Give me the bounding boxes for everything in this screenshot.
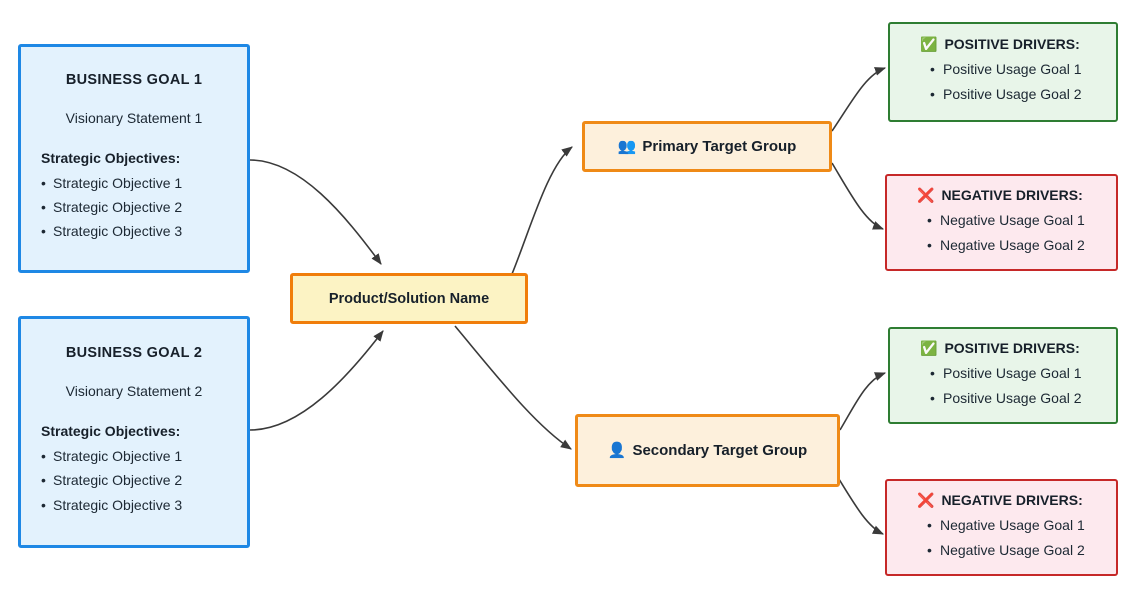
business-goal-1-title: BUSINESS GOAL 1 bbox=[65, 71, 203, 88]
business-goal-2-objectives-label: Strategic Objectives: bbox=[41, 423, 181, 440]
negative-drivers-list-top: Negative Usage Goal 1 Negative Usage Goa… bbox=[917, 208, 1100, 258]
edge-goal1-to-product bbox=[249, 159, 382, 265]
positive-drivers-box-top[interactable]: ✅ POSITIVE DRIVERS: Positive Usage Goal 1… bbox=[888, 22, 1118, 122]
check-mark-icon: ✅ bbox=[920, 340, 938, 357]
positive-drivers-heading-bottom: ✅ POSITIVE DRIVERS: bbox=[920, 340, 1100, 357]
secondary-target-group-label: 👤 Secondary Target Group bbox=[594, 440, 821, 462]
list-item: Positive Usage Goal 1 bbox=[930, 361, 1100, 386]
primary-target-group-box[interactable]: 👥 Primary Target Group bbox=[582, 121, 832, 172]
positive-drivers-heading-text: POSITIVE DRIVERS: bbox=[944, 339, 1080, 356]
list-item: Positive Usage Goal 1 bbox=[930, 57, 1100, 82]
cross-mark-icon: ❌ bbox=[917, 492, 935, 509]
business-goal-1-vision: Visionary Statement 1 bbox=[65, 109, 203, 126]
product-solution-box[interactable]: Product/Solution Name bbox=[290, 273, 528, 324]
business-goal-2-vision: Visionary Statement 2 bbox=[65, 383, 203, 400]
list-item: Negative Usage Goal 2 bbox=[927, 538, 1100, 563]
list-item: Strategic Objective 1 bbox=[41, 444, 227, 468]
business-goal-1-box[interactable]: BUSINESS GOAL 1 Visionary Statement 1 St… bbox=[18, 44, 250, 273]
edge-goal2-to-product bbox=[249, 330, 384, 431]
list-item: Strategic Objective 1 bbox=[41, 171, 227, 195]
check-mark-icon: ✅ bbox=[920, 37, 938, 54]
edge-secondary-to-positive bbox=[839, 372, 887, 431]
negative-drivers-heading-top: ❌ NEGATIVE DRIVERS: bbox=[917, 187, 1100, 204]
positive-drivers-heading-top: ✅ POSITIVE DRIVERS: bbox=[920, 36, 1100, 53]
list-item: Strategic Objective 3 bbox=[41, 493, 227, 517]
positive-drivers-heading-text: POSITIVE DRIVERS: bbox=[944, 36, 1080, 53]
secondary-target-group-box[interactable]: 👤 Secondary Target Group bbox=[575, 414, 840, 487]
positive-drivers-list-bottom: Positive Usage Goal 1 Positive Usage Goa… bbox=[920, 361, 1100, 411]
business-goal-2-title: BUSINESS GOAL 2 bbox=[65, 345, 203, 362]
cross-mark-icon: ❌ bbox=[917, 187, 935, 204]
edge-primary-to-negative bbox=[831, 162, 885, 230]
negative-drivers-box-top[interactable]: ❌ NEGATIVE DRIVERS: Negative Usage Goal 1… bbox=[885, 174, 1118, 271]
list-item: Negative Usage Goal 1 bbox=[927, 513, 1100, 538]
product-solution-label: Product/Solution Name bbox=[328, 290, 490, 307]
negative-drivers-heading-bottom: ❌ NEGATIVE DRIVERS: bbox=[917, 492, 1100, 509]
secondary-target-group-text: Secondary Target Group bbox=[632, 441, 808, 459]
edge-primary-to-positive bbox=[831, 67, 887, 132]
positive-drivers-box-bottom[interactable]: ✅ POSITIVE DRIVERS: Positive Usage Goal 1… bbox=[888, 327, 1118, 424]
primary-target-group-label: 👥 Primary Target Group bbox=[604, 136, 811, 158]
negative-drivers-box-bottom[interactable]: ❌ NEGATIVE DRIVERS: Negative Usage Goal 1… bbox=[885, 479, 1118, 576]
negative-drivers-list-bottom: Negative Usage Goal 1 Negative Usage Goa… bbox=[917, 513, 1100, 563]
edge-product-to-primary bbox=[511, 146, 573, 275]
list-item: Positive Usage Goal 2 bbox=[930, 386, 1100, 411]
list-item: Strategic Objective 3 bbox=[41, 219, 227, 243]
edge-secondary-to-negative bbox=[833, 470, 885, 535]
list-item: Strategic Objective 2 bbox=[41, 468, 227, 492]
business-goal-2-box[interactable]: BUSINESS GOAL 2 Visionary Statement 2 St… bbox=[18, 316, 250, 548]
two-people-icon: 👥 bbox=[617, 136, 637, 155]
edge-product-to-secondary bbox=[454, 325, 572, 450]
list-item: Strategic Objective 2 bbox=[41, 195, 227, 219]
primary-target-group-text: Primary Target Group bbox=[642, 137, 797, 155]
list-item: Negative Usage Goal 1 bbox=[927, 208, 1100, 233]
positive-drivers-list-top: Positive Usage Goal 1 Positive Usage Goa… bbox=[920, 57, 1100, 107]
business-goal-1-objectives-label: Strategic Objectives: bbox=[41, 149, 181, 166]
list-item: Negative Usage Goal 2 bbox=[927, 233, 1100, 258]
negative-drivers-heading-text: NEGATIVE DRIVERS: bbox=[941, 186, 1083, 203]
person-icon: 👤 bbox=[607, 440, 627, 459]
business-goal-2-objectives-list: Strategic Objective 1 Strategic Objectiv… bbox=[41, 444, 227, 516]
list-item: Positive Usage Goal 2 bbox=[930, 82, 1100, 107]
business-goal-1-objectives-list: Strategic Objective 1 Strategic Objectiv… bbox=[41, 171, 227, 243]
negative-drivers-heading-text: NEGATIVE DRIVERS: bbox=[941, 491, 1083, 508]
